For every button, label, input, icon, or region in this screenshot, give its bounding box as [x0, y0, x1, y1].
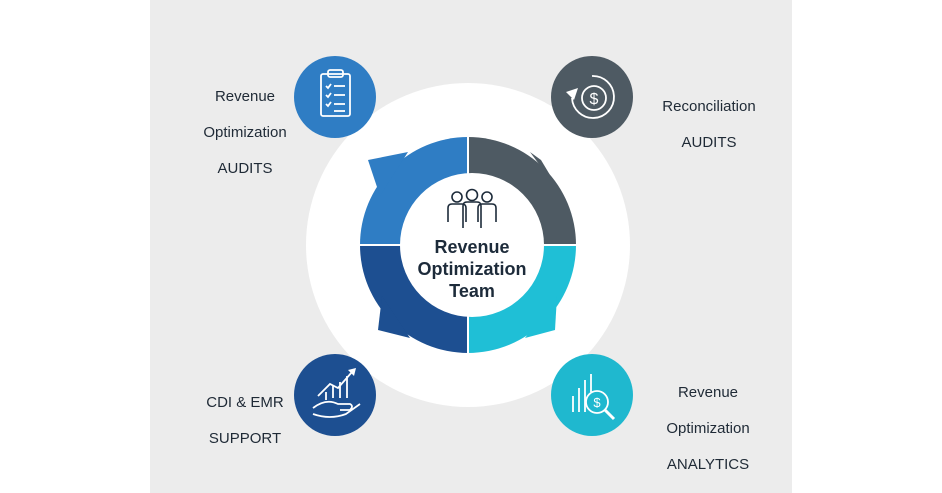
- node-circle-audits: [294, 56, 376, 138]
- label-line: CDI & EMR: [206, 394, 284, 411]
- label-cdi: CDI & EMR SUPPORT: [190, 376, 300, 466]
- center-title: Revenue Optimization Team: [401, 236, 543, 302]
- center-title-line: Revenue: [434, 237, 510, 257]
- team-icon: [447, 188, 497, 228]
- label-line: SUPPORT: [208, 430, 282, 447]
- center-title-line: Optimization: [417, 259, 527, 279]
- node-circle-analytics: [551, 354, 633, 436]
- arrow-tip-bottom-left: [378, 296, 410, 338]
- label-audits: Revenue Optimization AUDITS: [190, 70, 300, 196]
- label-line: Reconciliation: [662, 98, 756, 115]
- node-circle-cdi: [294, 354, 376, 436]
- label-line: ANALYTICS: [666, 456, 750, 473]
- center-title-line: Team: [449, 281, 495, 301]
- arrow-tip-top-right: [530, 152, 562, 195]
- center-circle: [400, 173, 544, 317]
- label-line: AUDITS: [217, 160, 273, 177]
- label-reconciliation: Reconciliation AUDITS: [644, 80, 774, 170]
- node-circle-reconciliation: [551, 56, 633, 138]
- arrow-tip-top-left: [368, 152, 408, 196]
- label-line: AUDITS: [681, 134, 737, 151]
- analytics-magnifier-icon: $: [572, 374, 616, 421]
- svg-text:$: $: [593, 395, 601, 410]
- hand-growth-chart-icon: [312, 368, 361, 418]
- clipboard-checklist-icon: [320, 69, 351, 117]
- label-line: Optimization: [203, 124, 287, 141]
- label-analytics: Revenue Optimization ANALYTICS: [648, 366, 768, 492]
- label-line: Revenue: [214, 88, 276, 105]
- arrow-tip-bottom-right: [525, 296, 557, 338]
- label-line: Optimization: [666, 420, 750, 437]
- dollar-cycle-icon: $: [566, 75, 615, 119]
- svg-text:$: $: [590, 91, 599, 108]
- label-line: Revenue: [677, 384, 739, 401]
